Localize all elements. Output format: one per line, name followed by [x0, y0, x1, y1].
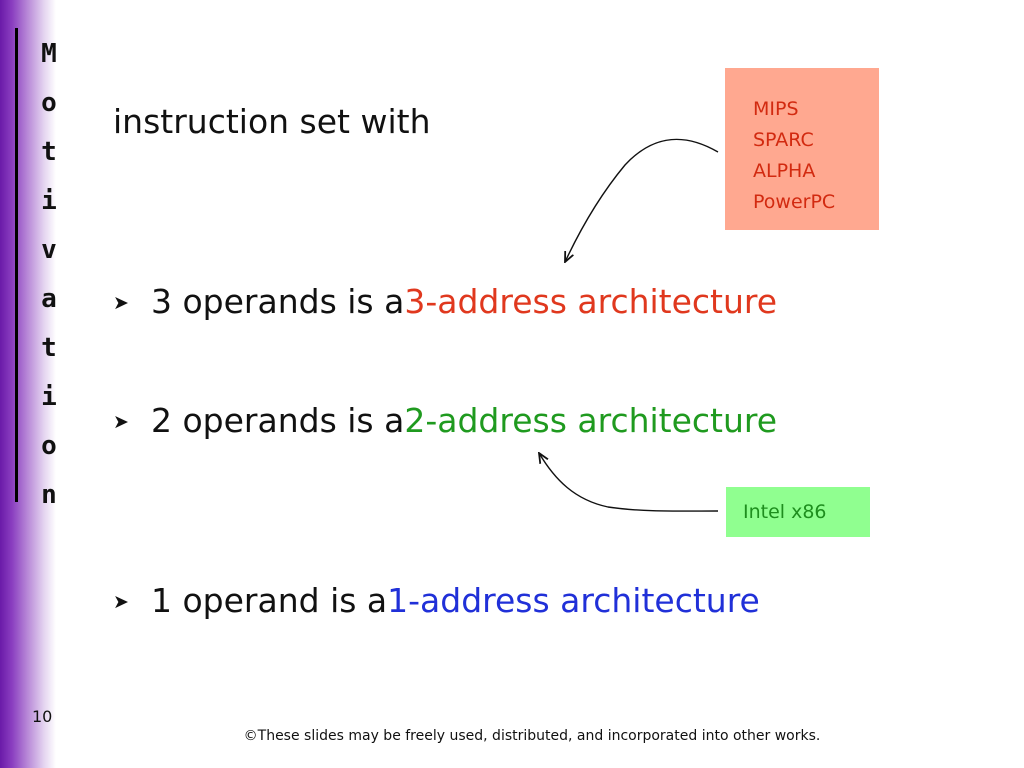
arrowhead-bullet-icon: ➤: [113, 410, 129, 433]
arrowhead-bullet-icon: ➤: [113, 291, 129, 314]
callout-2-address-machines: Intel x86: [726, 487, 870, 537]
callout-item: MIPS: [753, 98, 799, 120]
copyright-footer: ©These slides may be freely used, distri…: [243, 728, 821, 744]
slide-heading: instruction set with: [113, 102, 431, 141]
bullet-text: 1 operand is a: [151, 581, 388, 620]
bullet-text: 3 operands is a: [151, 282, 405, 321]
vertical-title-letter: M: [41, 39, 57, 69]
callout-item: PowerPC: [753, 191, 836, 213]
sidebar-divider-line: [15, 28, 18, 502]
curved-arrow-2-address: [539, 453, 719, 512]
vertical-title-letter: v: [41, 235, 57, 265]
callout-item: SPARC: [753, 129, 814, 151]
sidebar-gradient: [0, 0, 56, 768]
bullet-3-address: ➤ 3 operands is a 3-address architecture: [113, 282, 777, 321]
vertical-title: M o t i v a t i o n: [28, 30, 70, 520]
vertical-title-letter: a: [41, 284, 57, 314]
callout-3-address-machines: MIPS SPARC ALPHA PowerPC: [725, 68, 879, 230]
vertical-title-letter: o: [41, 88, 57, 118]
vertical-title-letter: n: [41, 480, 57, 510]
vertical-title-letter: i: [41, 186, 57, 216]
bullet-highlight: 1-address architecture: [387, 581, 760, 620]
arrowhead-bullet-icon: ➤: [113, 590, 129, 613]
vertical-title-letter: t: [41, 333, 57, 363]
vertical-title-letter: i: [41, 382, 57, 412]
bullet-highlight: 2-address architecture: [404, 401, 778, 440]
bullet-highlight: 3-address architecture: [404, 282, 778, 321]
bullet-1-address: ➤ 1 operand is a 1-address architecture: [113, 581, 760, 620]
vertical-title-letter: t: [41, 137, 57, 167]
bullet-2-address: ➤ 2 operands is a 2-address architecture: [113, 401, 777, 440]
bullet-text: 2 operands is a: [151, 401, 405, 440]
page-number: 10: [32, 707, 53, 726]
curved-arrow-3-address: [565, 138, 719, 262]
vertical-title-letter: o: [41, 431, 57, 461]
callout-item: ALPHA: [753, 160, 816, 182]
